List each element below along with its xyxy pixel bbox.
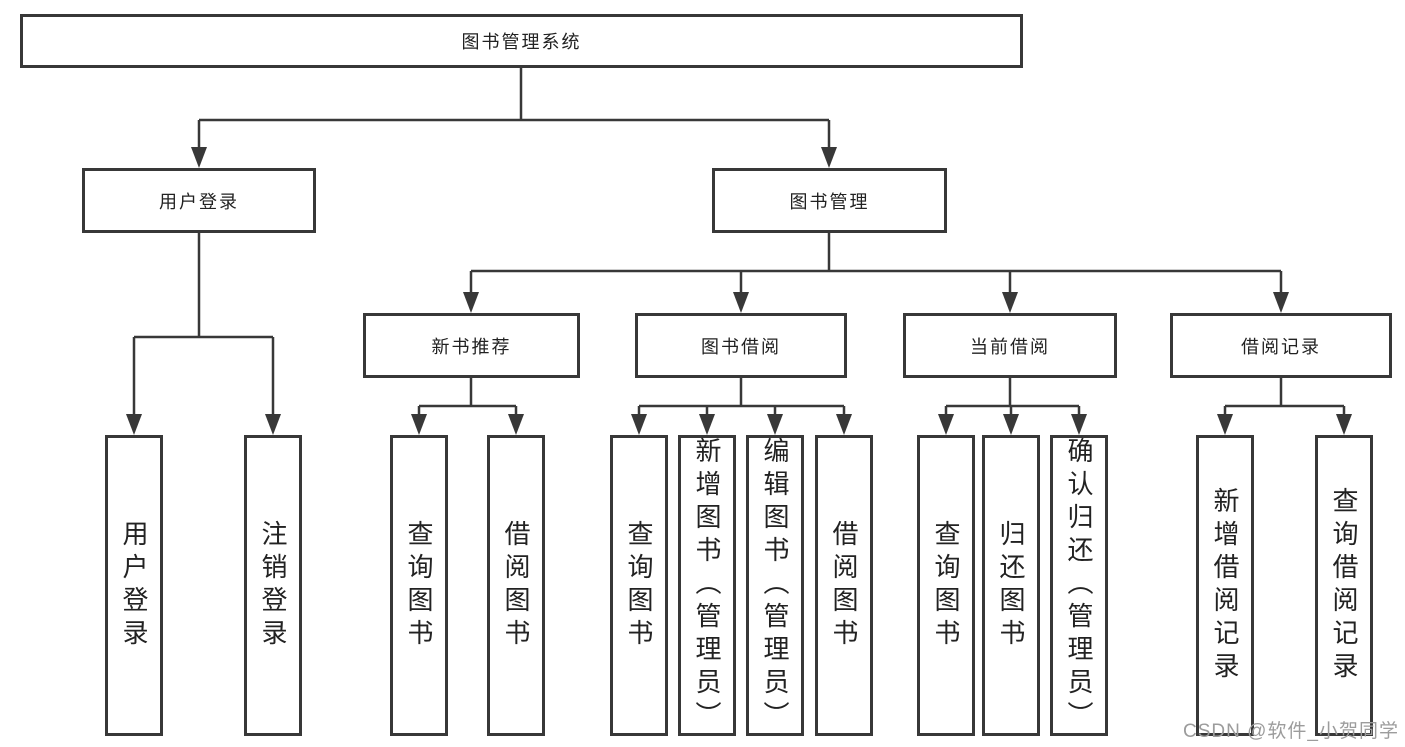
leaf-query-books-2: 查询图书 xyxy=(610,435,668,736)
leaf-borrow-books-2: 借阅图书 xyxy=(815,435,873,736)
leaf-user-login: 用户登录 xyxy=(105,435,163,736)
leaf-query-borrow-record: 查询借阅记录 xyxy=(1315,435,1373,736)
node-label: 查询图书 xyxy=(404,519,434,652)
leaf-confirm-return-admin: 确认归还（管理员） xyxy=(1050,435,1108,736)
leaf-add-borrow-record: 新增借阅记录 xyxy=(1196,435,1254,736)
node-user-login: 用户登录 xyxy=(82,168,316,233)
node-label: 用户登录 xyxy=(159,191,239,212)
node-borrow-records: 借阅记录 xyxy=(1170,313,1392,378)
node-label: 新增图书（管理员） xyxy=(692,437,722,734)
node-label: 归还图书 xyxy=(996,519,1026,652)
node-label: 新增借阅记录 xyxy=(1210,486,1240,685)
csdn-watermark: CSDN @软件_小贺同学 xyxy=(1183,721,1399,742)
node-root: 图书管理系统 xyxy=(20,14,1023,68)
node-label: 编辑图书（管理员） xyxy=(760,437,790,734)
node-new-book-recommend: 新书推荐 xyxy=(363,313,580,378)
node-label: 用户登录 xyxy=(119,519,149,652)
node-book-management: 图书管理 xyxy=(712,168,947,233)
node-label: 查询借阅记录 xyxy=(1329,486,1359,685)
node-label: 查询图书 xyxy=(624,519,654,652)
leaf-edit-book-admin: 编辑图书（管理员） xyxy=(746,435,804,736)
node-label: 借阅图书 xyxy=(501,519,531,652)
node-label: 确认归还（管理员） xyxy=(1064,437,1094,734)
leaf-logout-login: 注销登录 xyxy=(244,435,302,736)
node-book-borrow: 图书借阅 xyxy=(635,313,847,378)
node-label: 借阅记录 xyxy=(1241,336,1321,357)
leaf-query-books-1: 查询图书 xyxy=(390,435,448,736)
node-label: 图书借阅 xyxy=(701,336,781,357)
node-label: 注销登录 xyxy=(258,519,288,652)
leaf-query-books-3: 查询图书 xyxy=(917,435,975,736)
node-label: 借阅图书 xyxy=(829,519,859,652)
node-label: 图书管理系统 xyxy=(461,32,582,52)
leaf-borrow-books-1: 借阅图书 xyxy=(487,435,545,736)
node-label: 当前借阅 xyxy=(970,336,1050,357)
node-label: 新书推荐 xyxy=(431,336,512,357)
node-current-borrow: 当前借阅 xyxy=(903,313,1117,378)
node-label: 图书管理 xyxy=(789,191,870,212)
leaf-return-books: 归还图书 xyxy=(982,435,1040,736)
node-label: 查询图书 xyxy=(931,519,961,652)
leaf-add-book-admin: 新增图书（管理员） xyxy=(678,435,736,736)
